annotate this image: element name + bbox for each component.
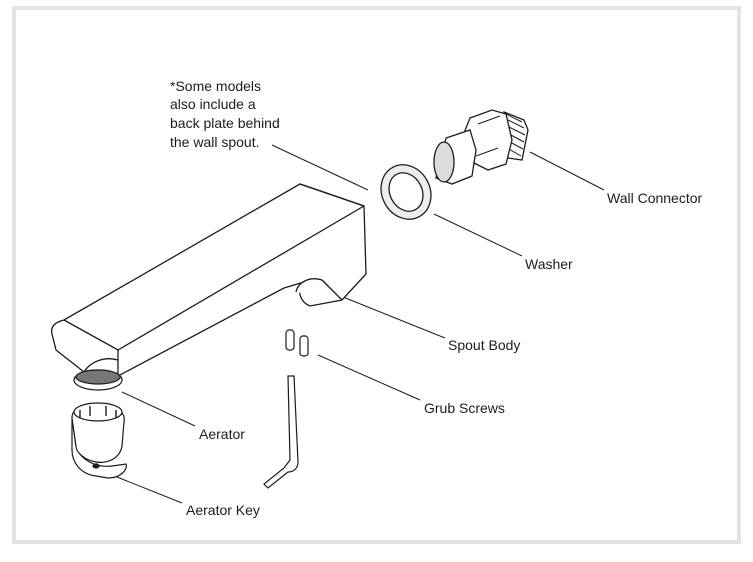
aerator-key-part xyxy=(71,402,127,479)
grub-screws-part xyxy=(285,329,309,357)
wall-connector-part xyxy=(433,109,529,185)
spout-body-part xyxy=(50,183,367,379)
spout-body-label: Spout Body xyxy=(448,337,520,353)
note-line-4: the wall spout. xyxy=(170,134,260,150)
part-labels: Wall Connector Washer Spout Body Grub Sc… xyxy=(186,190,703,518)
washer-label: Washer xyxy=(525,256,573,272)
hex-key-part xyxy=(263,375,299,489)
note-line-2: also include a xyxy=(170,96,256,112)
grub-screw-1 xyxy=(285,329,295,351)
aerator-leader-line xyxy=(121,391,196,427)
note-line-1: *Some models xyxy=(170,78,261,94)
grub-screw-2 xyxy=(299,335,309,357)
spout-body-leader-line xyxy=(342,296,446,339)
diagram-frame xyxy=(12,6,741,544)
grub-screws-leader-line xyxy=(317,354,421,401)
aerator-key-label: Aerator Key xyxy=(186,502,260,518)
leader-lines xyxy=(116,144,605,504)
wall-connector-leader-line xyxy=(529,151,605,191)
washer-leader-line xyxy=(433,213,523,257)
grub-screws-label: Grub Screws xyxy=(424,400,505,416)
washer-part xyxy=(380,164,432,220)
aerator-key-leader-line xyxy=(116,476,183,504)
note-line-3: back plate behind xyxy=(170,115,280,131)
note-text: *Some models also include a back plate b… xyxy=(170,78,280,150)
wall-connector-label: Wall Connector xyxy=(607,190,703,206)
note-leader-line xyxy=(271,144,369,191)
aerator-label: Aerator xyxy=(199,426,245,442)
aerator-part xyxy=(73,369,123,391)
